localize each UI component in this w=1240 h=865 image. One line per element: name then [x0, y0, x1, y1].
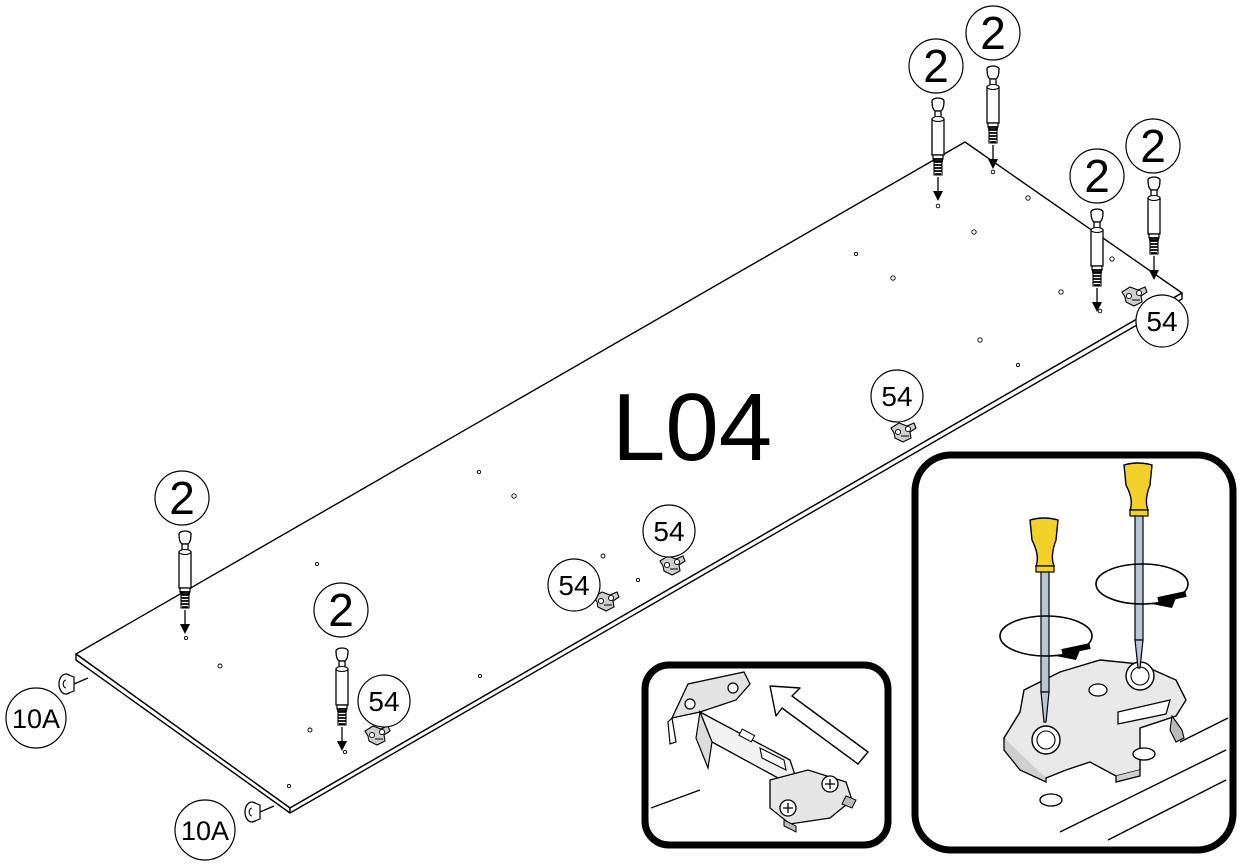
callout-hinge-plate: 54 — [1135, 294, 1189, 348]
detail-inset-hinge-insertion — [641, 661, 892, 849]
svg-text:2: 2 — [923, 40, 949, 92]
svg-text:54: 54 — [1146, 306, 1177, 337]
screwdriver-icon — [1123, 462, 1153, 669]
callout-cam-bolt: 2 — [313, 582, 369, 638]
board-holes — [183, 169, 1115, 789]
callout-cam-bolt: 2 — [965, 5, 1021, 61]
svg-text:54: 54 — [881, 381, 912, 412]
svg-text:2: 2 — [169, 472, 195, 524]
detail-inset-screwdriver — [911, 451, 1237, 854]
insertion-arrow-icon — [769, 685, 869, 765]
callout-cam-bolt: 2 — [908, 38, 964, 94]
callout-glide: 10A — [174, 799, 236, 861]
rotation-arrow-icon — [999, 615, 1093, 660]
svg-text:2: 2 — [980, 7, 1006, 59]
svg-text:2: 2 — [1084, 150, 1110, 202]
callout-hinge-plate: 54 — [547, 558, 601, 612]
hinge-mounting-plate-icon — [667, 671, 857, 833]
callout-hinge-plate: 54 — [870, 369, 924, 423]
callout-cam-bolt: 2 — [1125, 118, 1181, 174]
screwdriver-icon — [1029, 517, 1059, 723]
svg-text:10A: 10A — [181, 816, 229, 846]
callout-cam-bolt: 2 — [154, 470, 210, 526]
svg-text:54: 54 — [653, 516, 684, 547]
callout-hinge-plate: 54 — [642, 504, 696, 558]
svg-text:2: 2 — [328, 584, 354, 636]
callout-cam-bolt: 2 — [1069, 148, 1125, 204]
callout-glide: 10A — [5, 687, 67, 749]
svg-text:10A: 10A — [12, 704, 60, 734]
svg-text:2: 2 — [1140, 120, 1166, 172]
panel-label: L04 — [612, 374, 772, 481]
svg-text:54: 54 — [558, 570, 589, 601]
callout-hinge-plate: 54 — [357, 674, 411, 728]
svg-text:54: 54 — [368, 686, 399, 717]
panel-board — [75, 141, 1183, 814]
rotation-arrow-icon — [1095, 563, 1189, 608]
